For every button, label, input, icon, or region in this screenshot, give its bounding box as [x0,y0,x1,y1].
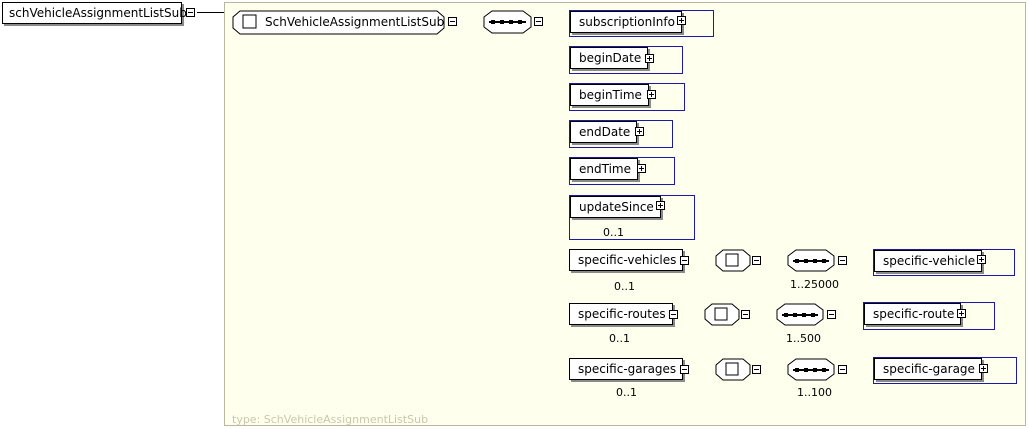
element-label: subscriptionInfo [570,11,682,33]
element-specific-vehicles[interactable]: specific-vehicles [569,249,684,271]
element-subscriptioninfo[interactable]: subscriptionInfo [569,10,714,37]
sequence-collapse-icon[interactable] [838,365,847,374]
element-specific-route[interactable]: specific-route [863,302,995,330]
element-begintime[interactable]: beginTime [569,83,685,111]
expand-icon[interactable] [977,255,986,264]
element-label: beginTime [570,84,649,106]
expand-icon[interactable] [635,127,644,136]
choice-collapse-icon[interactable] [752,256,761,265]
element-label: beginDate [570,47,649,69]
cardinality: 0..1 [616,386,637,399]
expand-icon[interactable] [677,16,686,25]
sequence-collapse-icon[interactable] [534,17,543,26]
element-label: updateSince [570,196,661,218]
element-label: specific-vehicle [874,250,983,272]
element-label: specific-routes [569,303,673,325]
element-label: endDate [570,121,638,143]
element-endtime[interactable]: endTime [569,157,675,185]
element-label: specific-garages [569,358,684,380]
sequence-cardinality: 1..500 [786,332,821,345]
sequence-cardinality: 1..25000 [790,278,839,291]
root-collapse-icon[interactable] [186,8,195,17]
expand-icon[interactable] [979,364,988,373]
collapse-icon[interactable] [669,310,678,319]
element-begindate[interactable]: beginDate [569,46,683,74]
element-updatesince[interactable]: updateSince [569,195,695,240]
expand-icon[interactable] [656,201,665,210]
element-label: specific-route [864,303,962,325]
element-specific-garages[interactable]: specific-garages [569,358,684,380]
element-label: specific-garage [874,358,982,380]
sequence-collapse-icon[interactable] [827,310,836,319]
root-element[interactable]: schVehicleAssignmentListSub [2,2,187,24]
cardinality: 0..1 [609,332,630,345]
type-node-label: SchVehicleAssignmentListSub [265,15,445,29]
expand-icon[interactable] [637,164,646,173]
type-caption: type: SchVehicleAssignmentListSub [232,413,429,426]
cardinality: 0..1 [614,280,635,293]
collapse-icon[interactable] [680,365,689,374]
choice-collapse-icon[interactable] [741,310,750,319]
expand-icon[interactable] [645,54,654,63]
sequence-cardinality: 1..100 [797,386,832,399]
collapse-icon[interactable] [680,256,689,265]
expand-icon[interactable] [647,90,656,99]
root-element-label: schVehicleAssignmentListSub [9,6,187,20]
element-specific-vehicle[interactable]: specific-vehicle [873,249,1015,276]
cardinality: 0..1 [603,226,624,239]
element-label: specific-vehicles [569,249,684,271]
element-enddate[interactable]: endDate [569,120,673,148]
expand-icon[interactable] [957,309,966,318]
element-label: endTime [570,158,638,180]
element-specific-routes[interactable]: specific-routes [569,303,673,325]
choice-collapse-icon[interactable] [752,365,761,374]
element-specific-garage[interactable]: specific-garage [873,357,1017,384]
type-collapse-icon[interactable] [448,17,457,26]
sequence-collapse-icon[interactable] [838,256,847,265]
